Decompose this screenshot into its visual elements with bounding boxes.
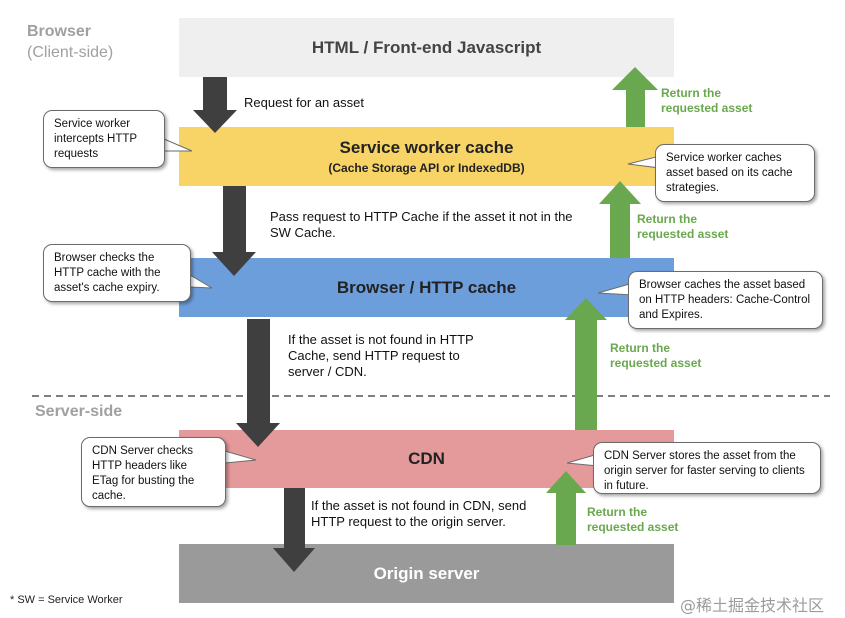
down-arrow-1 bbox=[193, 77, 237, 133]
request-note-2: Pass request to HTTP Cache if the asset … bbox=[270, 209, 573, 240]
up-arrow-3 bbox=[565, 298, 607, 430]
bubble-tail-cdn-checks bbox=[224, 450, 257, 464]
html-layer-title: HTML / Front-end Javascript bbox=[311, 37, 542, 57]
bubble-browser-caches: Browser caches the asset based on HTTP h… bbox=[628, 271, 823, 329]
request-note-3: If the asset is not found in HTTP Cache,… bbox=[288, 332, 474, 379]
return-label-3: Return the requested asset bbox=[610, 341, 702, 370]
origin-server-layer: Origin server bbox=[179, 544, 674, 603]
service-worker-cache-subtitle: (Cache Storage API or IndexedDB) bbox=[328, 161, 525, 175]
cdn-title: CDN bbox=[408, 449, 445, 468]
bubble-tail-sw-intercepts bbox=[163, 138, 193, 152]
bubble-tail-browser-checks bbox=[189, 274, 213, 289]
up-arrow-4 bbox=[546, 471, 586, 545]
bubble-cdn-stores: CDN Server stores the asset from the ori… bbox=[593, 442, 821, 494]
bubble-cdn-checks: CDN Server checks HTTP headers like ETag… bbox=[81, 437, 226, 507]
service-worker-cache-layer: Service worker cache (Cache Storage API … bbox=[179, 127, 674, 186]
down-arrow-3 bbox=[236, 319, 280, 447]
up-arrow-2 bbox=[599, 181, 641, 258]
up-arrow-1 bbox=[612, 67, 658, 127]
html-layer: HTML / Front-end Javascript bbox=[179, 18, 674, 77]
bubble-sw-intercepts: Service worker intercepts HTTP requests bbox=[43, 110, 165, 168]
down-arrow-4 bbox=[273, 488, 315, 572]
service-worker-cache-title: Service worker cache bbox=[339, 138, 514, 157]
origin-server-title: Origin server bbox=[373, 563, 480, 583]
client-side-label: (Client-side) bbox=[27, 44, 114, 61]
bubble-sw-caches: Service worker caches asset based on its… bbox=[655, 144, 815, 202]
watermark: @稀土掘金技术社区 bbox=[680, 596, 825, 615]
http-cache-title: Browser / HTTP cache bbox=[336, 277, 517, 297]
return-label-4: Return the requested asset bbox=[587, 505, 679, 534]
request-note-1: Request for an asset bbox=[244, 95, 364, 110]
browser-label: Browser bbox=[27, 23, 92, 40]
bubble-browser-checks: Browser checks the HTTP cache with the a… bbox=[43, 244, 191, 302]
server-side-label: Server-side bbox=[35, 403, 123, 420]
footnote: * SW = Service Worker bbox=[10, 594, 123, 606]
down-arrow-2 bbox=[212, 186, 256, 276]
return-label-1: Return the requested asset bbox=[661, 86, 753, 115]
return-label-2: Return the requested asset bbox=[637, 212, 729, 241]
request-note-4: If the asset is not found in CDN, send H… bbox=[311, 498, 527, 529]
